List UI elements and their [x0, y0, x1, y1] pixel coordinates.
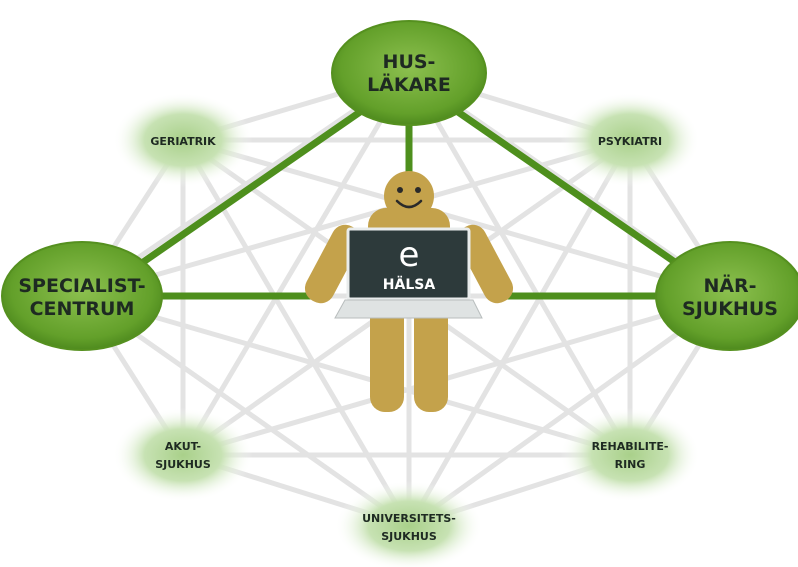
laptop-logo-letter: e — [399, 235, 420, 275]
narsjukhus-label-2: SJUKHUS — [682, 298, 778, 320]
rehabilitering-label-2: RING — [615, 458, 646, 471]
laptop-logo-word: HÄLSA — [383, 276, 436, 293]
link-huslakare-specialistcentrum — [106, 108, 364, 289]
specialistcentrum-label-1: SPECIALIST- — [18, 275, 145, 297]
node-geriatrik: GERIATRIK — [113, 93, 253, 187]
link-huslakare-narsjukhus — [454, 108, 712, 289]
node-universitetssjukhus: UNIVERSITETS- SJUKHUS — [335, 481, 483, 567]
narsjukhus-label-1: NÄR- — [703, 273, 756, 297]
node-psykiatri: PSYKIATRI — [560, 93, 700, 187]
laptop-icon: e HÄLSA — [334, 227, 483, 319]
node-akutsjukhus: AKUT- SJUKHUS — [113, 408, 253, 502]
akutsjukhus-label-1: AKUT- — [165, 440, 201, 453]
akutsjukhus-label-2: SJUKHUS — [155, 458, 211, 471]
universitetssjukhus-label-2: SJUKHUS — [381, 530, 437, 543]
mesh-line-17 — [182, 137, 731, 299]
main-links — [106, 108, 712, 300]
node-huslakare: HUS- LÄKARE — [331, 20, 487, 126]
mesh-line-20 — [81, 293, 631, 458]
psykiatri-label: PSYKIATRI — [598, 135, 662, 148]
huslakare-label-2: LÄKARE — [367, 72, 451, 96]
node-narsjukhus: NÄR- SJUKHUS — [655, 241, 798, 351]
node-specialistcentrum: SPECIALIST- CENTRUM — [1, 241, 163, 351]
huslakare-label-1: HUS- — [383, 51, 436, 73]
node-rehabilitering: REHABILITE- RING — [560, 408, 700, 502]
specialistcentrum-label-2: CENTRUM — [30, 298, 135, 320]
universitetssjukhus-label-1: UNIVERSITETS- — [362, 512, 456, 525]
geriatrik-label: GERIATRIK — [150, 135, 216, 148]
rehabilitering-label-1: REHABILITE- — [592, 440, 669, 453]
